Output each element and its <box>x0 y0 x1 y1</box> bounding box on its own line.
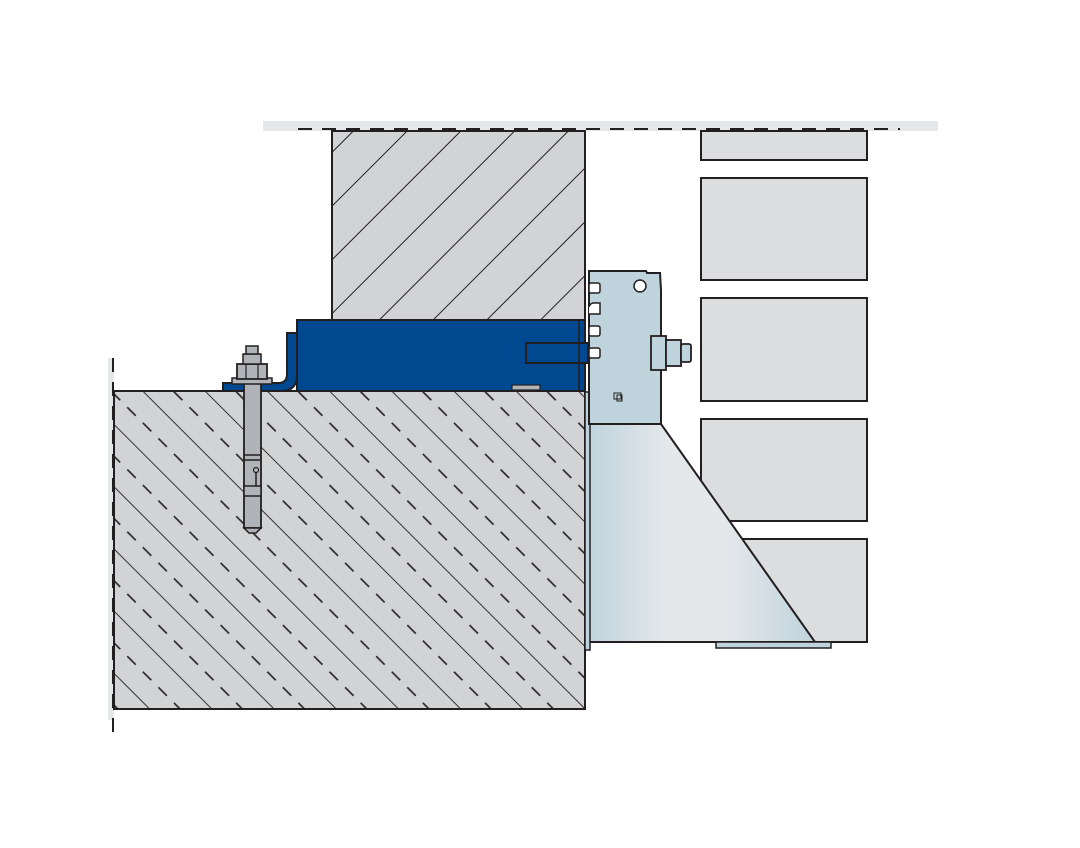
top-edge-strip <box>263 121 938 131</box>
concrete-slab <box>113 390 586 710</box>
bracket-slot <box>588 325 601 337</box>
upper-masonry-block <box>331 130 586 322</box>
bracket-toe-plate <box>715 641 832 649</box>
anchor-bolt-shank <box>243 379 262 529</box>
bracket-side-bolt <box>650 335 692 371</box>
bracket-slot <box>588 282 601 294</box>
brick <box>700 177 868 281</box>
bracket-hook-slot <box>588 302 601 315</box>
anchor-bolt-end <box>245 345 259 355</box>
bracket-stamp <box>613 392 623 402</box>
brick-courses <box>700 130 868 643</box>
brick <box>700 297 868 402</box>
blue-angle-tongue <box>525 342 589 364</box>
anchor-bolt <box>231 345 273 534</box>
brick <box>700 130 868 161</box>
anchor-bolt-thread-top <box>242 353 262 365</box>
shim-plate <box>511 384 541 391</box>
anchor-bolt-nut <box>236 363 268 380</box>
support-bracket <box>588 270 662 425</box>
bracket-hole <box>633 279 647 293</box>
top-edge <box>263 121 938 131</box>
anchor-bolt-sleeve <box>243 485 262 497</box>
blue-angle-foot <box>222 332 298 392</box>
blue-support-angle <box>222 319 589 392</box>
left-edge-strip <box>108 358 114 720</box>
bracket-back-plate <box>584 391 591 651</box>
anchor-bolt-tip <box>242 527 263 534</box>
bracket-slot <box>588 347 601 359</box>
brick <box>700 418 868 522</box>
